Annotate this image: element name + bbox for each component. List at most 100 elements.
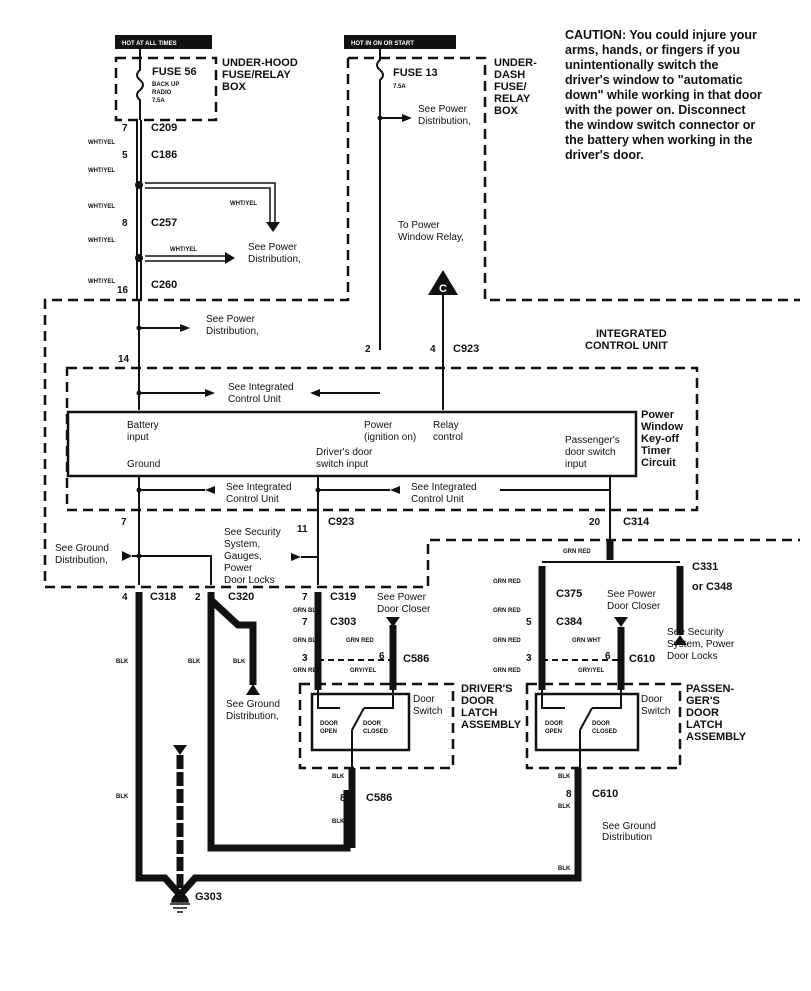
door-switch-label: Door <box>413 694 435 705</box>
passenger-door-switch <box>534 692 640 752</box>
icu-title: CONTROL UNIT <box>585 340 668 352</box>
relay-marker-icon <box>428 270 458 295</box>
under-dash-title: FUSE/ <box>494 81 526 93</box>
see-security-system: System, Power <box>667 639 735 650</box>
c319-label: C319 <box>330 591 356 603</box>
c610-label: C610 <box>592 788 618 800</box>
blk-ground-branch <box>208 597 257 685</box>
hot-at-all-times-label: HOT AT ALL TIMES <box>122 41 177 47</box>
passenger-latch-title: ASSEMBLY <box>686 731 747 743</box>
to-power-window-relay: To Power <box>398 220 440 231</box>
see-power-distribution: See Power <box>418 104 468 115</box>
driver-input-label: switch input <box>316 459 368 470</box>
c586-pin-3: 3 <box>302 653 308 664</box>
ground-symbol-icon <box>170 893 190 913</box>
circuit-title: Circuit <box>641 457 676 469</box>
under-hood-title: BOX <box>222 81 247 93</box>
fuse-56-rating: 7.5A <box>152 98 165 104</box>
switch-contacts <box>541 690 622 709</box>
fuse-56-desc: RADIO <box>152 90 172 96</box>
see-security-system: Power <box>224 563 253 574</box>
arrow-left-icon <box>205 486 215 494</box>
driver-latch-title: DRIVER'S <box>461 683 513 695</box>
see-ground-distribution: Distribution <box>602 832 652 843</box>
see-power-distribution: Distribution, <box>206 326 259 337</box>
splice-point <box>136 553 142 559</box>
c320-pin: 2 <box>195 592 201 603</box>
fuse-13-label: FUSE 13 <box>393 67 438 79</box>
arrow-right-icon <box>205 389 215 397</box>
wire-color-label: WHT/YEL <box>88 168 115 174</box>
door-switch-label: Switch <box>413 706 442 717</box>
wire-color-label: GRN BLU <box>293 638 320 644</box>
relay-control-label: Relay <box>433 420 459 431</box>
wire-color-label: GRN WHT <box>572 638 601 644</box>
splice-point <box>135 181 143 189</box>
c610-pin-3: 3 <box>526 653 532 664</box>
c257-label: C257 <box>151 217 177 229</box>
passenger-input-label: Passenger's <box>565 435 620 446</box>
see-ground-distribution: Distribution, <box>55 555 108 566</box>
c610-label: C610 <box>629 653 655 665</box>
c314-label: C314 <box>623 516 650 528</box>
door-switch-label: Door <box>641 694 663 705</box>
arrow-up-icon <box>673 635 687 645</box>
c209-label: C209 <box>151 122 177 134</box>
fuse-56-symbol <box>136 49 144 120</box>
wire-color-label: GRY/YEL <box>350 668 376 674</box>
wire-color-label: WHT/YEL <box>88 140 115 146</box>
c610-pin-8: 8 <box>566 789 572 800</box>
under-dash-boundary <box>43 56 800 589</box>
arrow-down-icon <box>173 745 187 755</box>
door-closed-label: DOOR <box>363 721 382 727</box>
see-security-system: System, <box>224 539 260 550</box>
see-icu: See Integrated <box>228 382 294 393</box>
driver-door-latch-boundary <box>298 682 455 770</box>
see-ground-distribution: See Ground <box>602 821 656 832</box>
ground-arrow-icon <box>246 684 260 695</box>
c586-label: C586 <box>403 653 429 665</box>
c303-label: C303 <box>330 616 356 628</box>
wire-color-label: BLK <box>233 659 246 665</box>
see-icu: See Integrated <box>226 482 292 493</box>
see-power-door-closer: See Power <box>377 592 427 603</box>
wire-color-label: GRN RED <box>563 549 591 555</box>
switch-lever <box>579 707 593 785</box>
fuse-13-rating: 7.5A <box>393 84 406 90</box>
wire-color-label: GRN RED <box>493 579 521 585</box>
wire-color-label: GRN BLU <box>293 608 320 614</box>
c331-label: C331 <box>692 561 718 573</box>
c375-label: C375 <box>556 588 582 600</box>
relay-control-label: control <box>433 432 463 443</box>
see-power-distribution: Distribution, <box>248 254 301 265</box>
passenger-input-label: input <box>565 459 587 470</box>
under-hood-title: FUSE/RELAY <box>222 69 291 81</box>
c384-label: C384 <box>556 616 583 628</box>
wire-color-label: WHT/YEL <box>88 238 115 244</box>
relay-marker-label: C <box>439 283 447 295</box>
door-open-label: OPEN <box>545 729 562 735</box>
wire-color-label: GRN RED <box>493 668 521 674</box>
c318-pin: 4 <box>122 592 128 603</box>
arrow-down-icon <box>386 617 400 627</box>
wire-color-label: GRN RED <box>493 608 521 614</box>
wire-color-label: BLK <box>332 774 345 780</box>
passenger-latch-title: PASSEN- <box>686 683 734 695</box>
wire-color-label: WHT/YEL <box>170 247 197 253</box>
c586-pin-8: 8 <box>340 793 346 804</box>
arrow-right-icon <box>122 551 132 561</box>
hot-in-on-badge <box>344 35 456 49</box>
caution-note: CAUTION: You could injure your arms, han… <box>565 28 762 162</box>
circuit-title: Timer <box>641 445 671 457</box>
door-switch-label: Switch <box>641 706 670 717</box>
c319-pin: 7 <box>302 592 308 603</box>
door-open-label: OPEN <box>320 729 337 735</box>
icu-pin-4: 4 <box>430 344 436 355</box>
hot-in-on-label: HOT IN ON OR START <box>351 41 414 47</box>
arrow-down-icon <box>266 222 280 232</box>
see-icu: Control Unit <box>226 494 279 505</box>
icu-title: INTEGRATED <box>596 328 667 340</box>
under-dash-title: BOX <box>494 105 519 117</box>
switch-contacts <box>317 690 394 709</box>
